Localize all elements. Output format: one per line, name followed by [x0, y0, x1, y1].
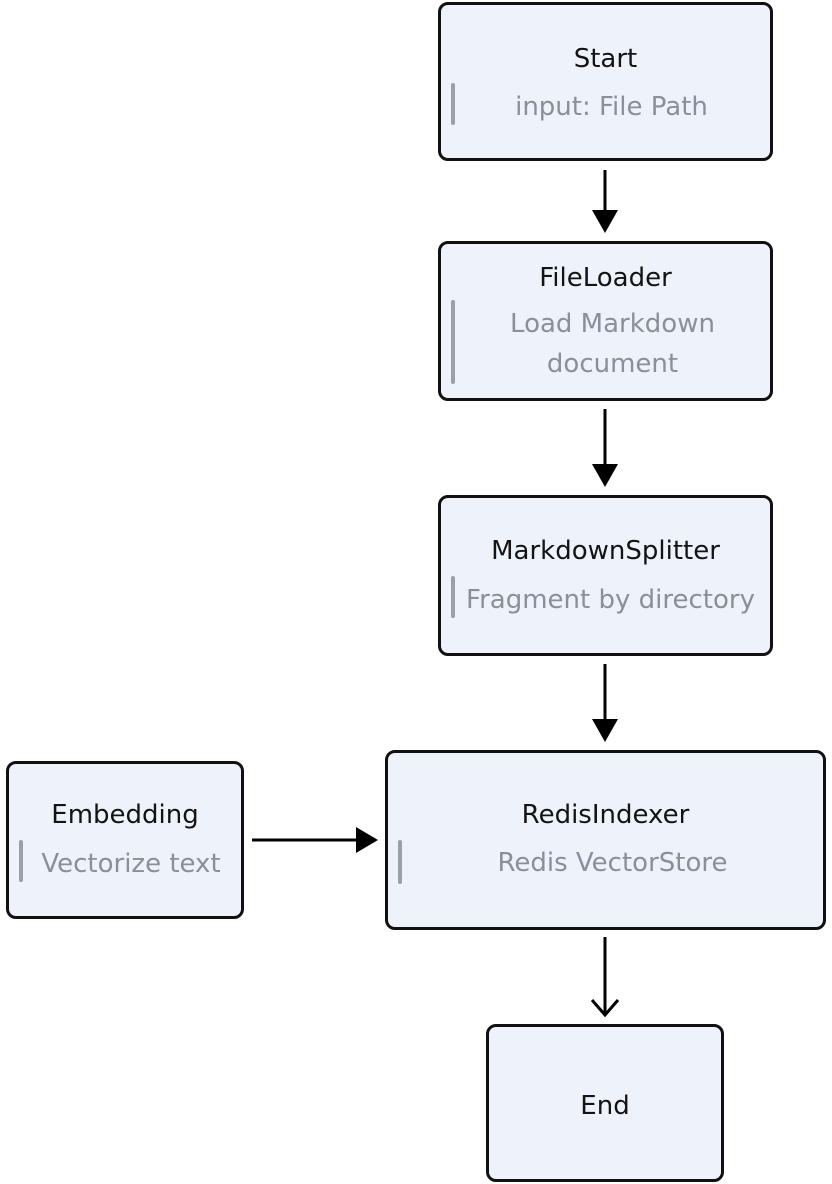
node-title: MarkdownSplitter — [491, 536, 720, 566]
node-description: Redis VectorStore — [497, 848, 728, 878]
node-fileloader[interactable]: FileLoader Load Markdown document — [438, 241, 773, 401]
description-accent-bar — [398, 840, 402, 884]
node-title: FileLoader — [539, 263, 672, 293]
node-end[interactable]: End — [486, 1024, 724, 1182]
node-description: Vectorize text — [41, 849, 221, 879]
description-accent-bar — [19, 840, 23, 882]
edge-start-to-fileloader — [592, 170, 618, 233]
edge-redisindexer-to-end — [590, 937, 620, 1018]
node-embedding[interactable]: Embedding Vectorize text — [6, 761, 244, 919]
node-title: End — [580, 1091, 630, 1121]
edge-embedding-to-redisindexer — [252, 827, 378, 853]
node-title: RedisIndexer — [521, 800, 690, 830]
node-redisindexer[interactable]: RedisIndexer Redis VectorStore — [385, 750, 826, 930]
node-description: input: File Path — [515, 92, 708, 122]
edge-fileloader-to-markdownsplitter — [592, 409, 618, 487]
edge-markdownsplitter-to-redisindexer — [592, 664, 618, 742]
description-accent-bar — [451, 576, 455, 618]
node-title: Start — [573, 44, 638, 74]
node-start[interactable]: Start input: File Path — [438, 2, 773, 161]
node-description: Load Markdown document — [510, 309, 715, 379]
node-title: Embedding — [51, 800, 199, 830]
description-accent-bar — [451, 83, 455, 125]
node-description: Fragment by directory — [466, 585, 755, 615]
node-markdownsplitter[interactable]: MarkdownSplitter Fragment by directory — [438, 495, 773, 656]
description-accent-bar — [451, 300, 455, 384]
